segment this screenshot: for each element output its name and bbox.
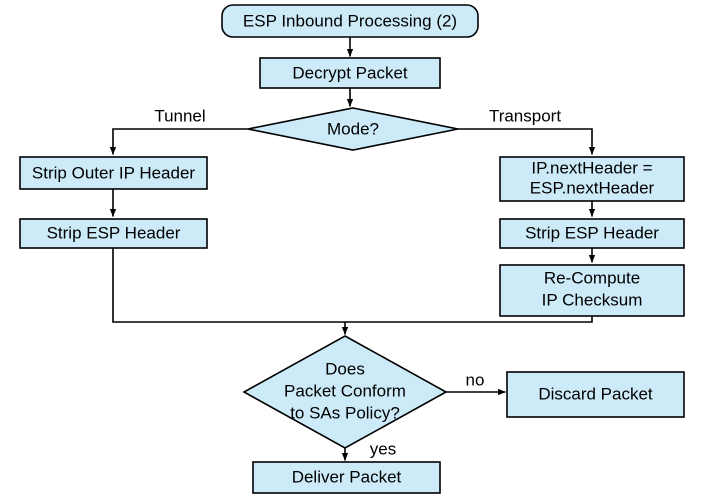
deliver-packet-label: Deliver Packet [292, 467, 402, 486]
node-ip-next-header[interactable]: IP.nextHeader = ESP.nextHeader [499, 156, 685, 202]
strip-esp-header-right-shape [499, 218, 685, 249]
ip-next-header-label-line2: ESP.nextHeader [530, 178, 655, 197]
edge-left-merge [112, 248, 345, 323]
discard-packet-label: Discard Packet [538, 384, 653, 403]
discard-packet-shape [506, 371, 685, 418]
node-mode-decision[interactable]: Mode? [247, 107, 459, 151]
edge-label-transport: Transport [489, 106, 561, 125]
node-decrypt-packet[interactable]: Decrypt Packet [259, 57, 441, 89]
mode-decision-shape [247, 107, 459, 151]
node-recompute-ip-checksum[interactable]: Re-Compute IP Checksum [499, 264, 685, 317]
edge-label-no: no [466, 370, 485, 389]
strip-outer-ip-header-label: Strip Outer IP Header [32, 163, 195, 182]
node-discard-packet[interactable]: Discard Packet [506, 371, 685, 418]
start-terminator-shape [221, 4, 479, 38]
recompute-ip-checksum-shape [499, 264, 685, 317]
node-start[interactable]: ESP Inbound Processing (2) [221, 4, 479, 38]
node-strip-outer-ip-header[interactable]: Strip Outer IP Header [19, 156, 208, 190]
ip-next-header-shape [499, 156, 685, 202]
edge-mode-transport [458, 128, 596, 155]
decrypt-packet-shape [259, 57, 441, 89]
strip-esp-header-right-label: Strip ESP Header [525, 223, 659, 242]
node-deliver-packet[interactable]: Deliver Packet [252, 461, 441, 494]
node-conform-decision[interactable]: Does Packet Conform to SAs Policy? [242, 335, 448, 449]
deliver-packet-shape [252, 461, 441, 494]
recompute-ip-checksum-label-line2: IP Checksum [542, 290, 643, 309]
recompute-ip-checksum-label-line1: Re-Compute [544, 268, 640, 287]
node-strip-esp-header-right[interactable]: Strip ESP Header [499, 218, 685, 249]
edge-label-yes: yes [370, 439, 396, 458]
strip-esp-header-left-label: Strip ESP Header [47, 223, 181, 242]
mode-decision-label: Mode? [327, 119, 379, 138]
strip-outer-ip-header-shape [19, 156, 208, 190]
node-strip-esp-header-left[interactable]: Strip ESP Header [19, 218, 208, 249]
conform-decision-shape [242, 335, 448, 449]
conform-decision-label-line1: Does [325, 359, 365, 378]
start-terminator-label: ESP Inbound Processing (2) [243, 11, 457, 30]
edge-mode-tunnel [109, 128, 248, 155]
decrypt-packet-label: Decrypt Packet [292, 63, 408, 82]
edge-right-merge [345, 316, 593, 323]
edge-label-tunnel: Tunnel [154, 106, 205, 125]
strip-esp-header-left-shape [19, 218, 208, 249]
conform-decision-label-line2: Packet Conform [284, 381, 406, 400]
ip-next-header-label-line1: IP.nextHeader = [531, 158, 652, 177]
conform-decision-label-line3: to SAs Policy? [290, 403, 400, 422]
